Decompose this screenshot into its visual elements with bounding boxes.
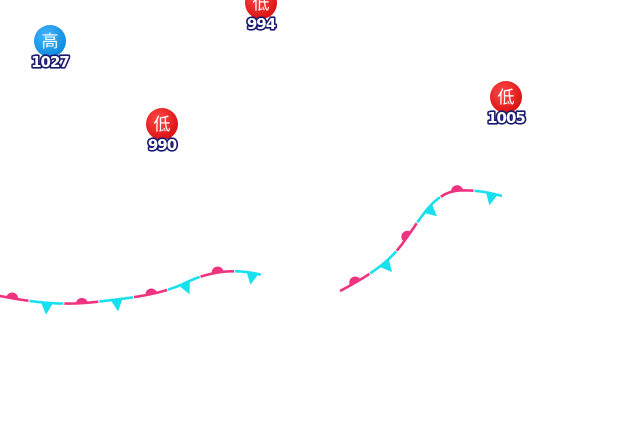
- low-pressure-marker: [245, 0, 277, 19]
- warm-front-semicircle: [145, 288, 158, 296]
- warm-front-semicircle: [75, 297, 88, 304]
- cold-front-segment: [99, 296, 134, 303]
- warm-front-segment: [200, 269, 235, 278]
- pressure-value: 990: [148, 136, 177, 154]
- warm-front-semicircle: [211, 266, 224, 274]
- cold-front-triangle: [486, 192, 498, 206]
- low-pressure-glyph: 低: [154, 115, 171, 135]
- stationary-front: [339, 185, 503, 293]
- low-pressure-glyph: 低: [498, 88, 515, 108]
- cold-front-segment: [369, 250, 398, 275]
- low-pressure-glyph: 低: [253, 0, 270, 14]
- cold-front-triangle: [424, 203, 437, 217]
- cold-front-segment: [416, 196, 441, 224]
- cold-front-segment: [167, 275, 201, 291]
- stationary-front: [0, 266, 262, 315]
- low-pressure-marker: [146, 108, 178, 140]
- cold-front-triangle: [179, 280, 190, 295]
- high-pressure-glyph: 高: [42, 32, 59, 52]
- cold-front-triangle: [246, 271, 259, 285]
- fronts-layer: [0, 185, 503, 315]
- warm-front-semicircle: [349, 276, 361, 286]
- warm-front-segment: [339, 272, 371, 293]
- warm-front-semicircle: [401, 230, 411, 242]
- pressure-value: 1005: [487, 109, 525, 127]
- high-pressure-marker: [34, 25, 66, 57]
- warm-front-semicircle: [6, 292, 19, 300]
- pressure-value: 1027: [31, 53, 69, 71]
- pressure-value: 994: [247, 15, 276, 33]
- cold-front-triangle: [379, 259, 392, 273]
- warm-front-segment: [440, 189, 474, 198]
- cold-front-triangle: [40, 302, 53, 315]
- warm-front-semicircle: [451, 185, 463, 192]
- cold-front-triangle: [110, 298, 123, 312]
- low-pressure-marker: [490, 81, 522, 113]
